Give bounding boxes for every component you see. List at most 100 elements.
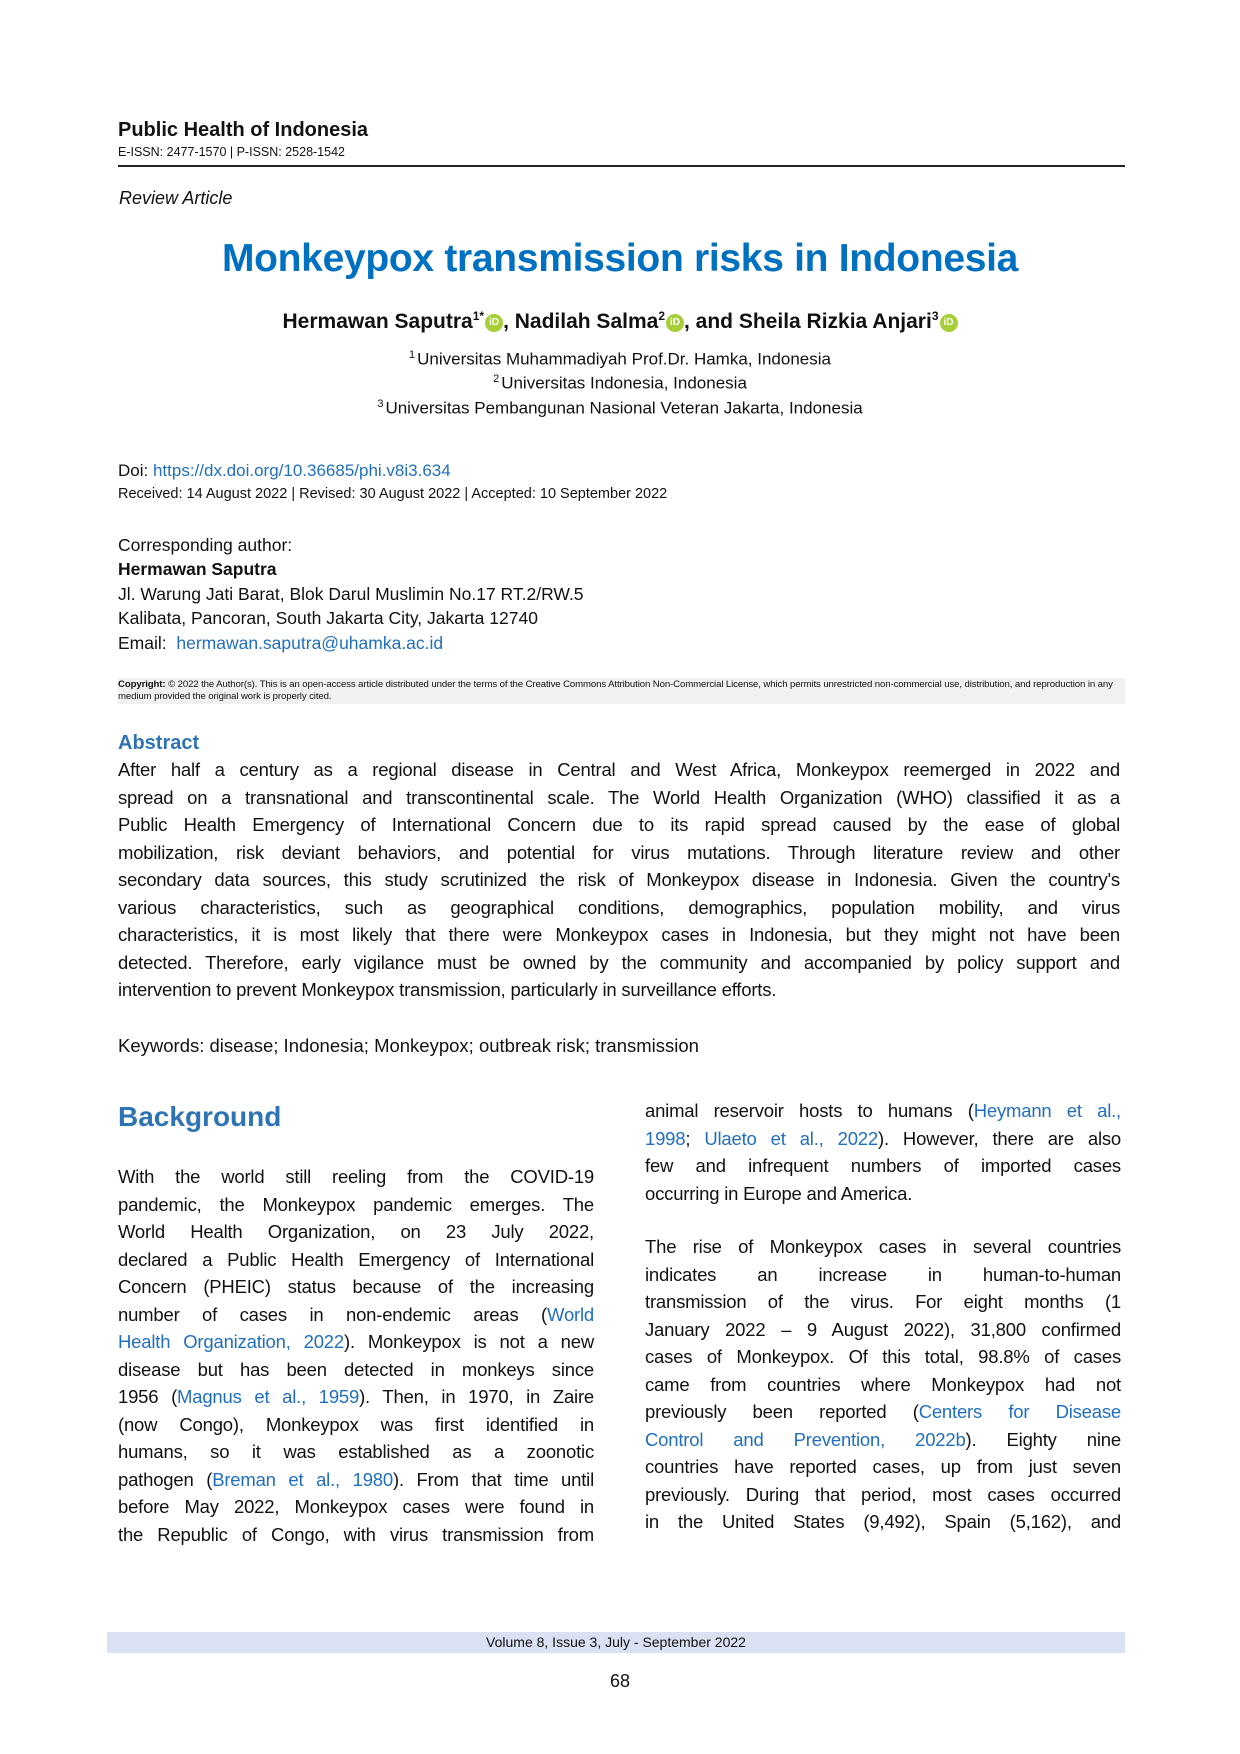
text-segment: countries have reported cases, up from j… [645, 1456, 1121, 1477]
text-line: previously been reported (Centers for Di… [645, 1401, 1121, 1428]
email-label: Email: [118, 633, 177, 653]
text-line: Control and Prevention, 2022b). Eighty n… [645, 1429, 1121, 1456]
text-segment: number of cases in non-endemic areas ( [118, 1303, 548, 1325]
email-link[interactable]: hermawan.saputra@uhamka.ac.id [176, 633, 444, 653]
affiliation-number: 1 [409, 349, 416, 361]
affiliation-number: 3 [377, 398, 384, 410]
text-line: Concern (PHEIC) status because of the in… [118, 1276, 594, 1303]
text-segment: ). From that time until [392, 1468, 594, 1490]
author-affiliation-mark: 1* [472, 309, 485, 323]
text-segment: cases of Monkeypox. Of this total, 98.8%… [645, 1346, 1121, 1367]
text-line: spread on a transnational and transconti… [118, 787, 1120, 814]
text-segment: few and infrequent numbers of imported c… [645, 1155, 1121, 1176]
text-line: animal reservoir hosts to humans (Heyman… [645, 1100, 1121, 1127]
text-segment: Concern (PHEIC) status because of the in… [118, 1276, 594, 1297]
text-line: before May 2022, Monkeypox cases were fo… [118, 1496, 594, 1523]
text-segment: in the United States (9,492), Spain (5,1… [645, 1511, 1121, 1532]
text-segment: ). However, there are also [878, 1127, 1122, 1149]
text-segment: spread on a transnational and transconti… [118, 786, 1120, 808]
copyright-notice: Copyright: © 2022 the Author(s). This is… [118, 678, 1125, 704]
text-line: number of cases in non-endemic areas (Wo… [118, 1304, 594, 1331]
text-line: pathogen (Breman et al., 1980). From tha… [118, 1469, 594, 1496]
journal-name: Public Health of Indonesia [118, 119, 369, 141]
text-line: characteristics, it is most likely that … [118, 924, 1120, 951]
publication-dates: Received: 14 August 2022 | Revised: 30 A… [118, 486, 668, 502]
affiliation-number: 2 [493, 373, 500, 385]
text-line: came from countries where Monkeypox had … [645, 1374, 1121, 1401]
text-segment: came from countries where Monkeypox had … [645, 1373, 1121, 1395]
corresponding-address: Jl. Warung Jati Barat, Blok Darul Muslim… [118, 584, 584, 604]
text-segment: before May 2022, Monkeypox cases were fo… [118, 1496, 594, 1517]
text-segment: After half a century as a regional disea… [118, 759, 1120, 780]
text-segment: indicates an increase in human-to-human [645, 1263, 1121, 1285]
doi-link[interactable]: https://dx.doi.org/10.36685/phi.v8i3.634 [152, 461, 451, 480]
article-title: Monkeypox transmission risks in Indonesi… [221, 237, 1019, 280]
citation-link[interactable]: 1998 [645, 1127, 686, 1149]
text-segment: humans, so it was established as a zoono… [118, 1441, 594, 1462]
doi-line: Doi: https://dx.doi.org/10.36685/phi.v8i… [118, 461, 451, 481]
text-line: Health Organization, 2022). Monkeypox is… [118, 1331, 594, 1358]
affiliation-text: Universitas Muhammadiyah Prof.Dr. Hamka,… [417, 349, 831, 369]
text-segment: secondary data sources, this study scrut… [118, 869, 1120, 890]
text-segment: The rise of Monkeypox cases in several c… [645, 1236, 1121, 1257]
text-segment: the Republic of Congo, with virus transm… [118, 1523, 594, 1545]
citation-link[interactable]: Health Organization, 2022 [118, 1331, 344, 1352]
copyright-text: © 2022 the Author(s). This is an open-ac… [118, 679, 1113, 702]
corresponding-name: Hermawan Saputra [118, 559, 277, 579]
citation-link[interactable]: Ulaeto et al., 2022 [704, 1127, 878, 1149]
text-segment: transmission of the virus. For eight mon… [645, 1291, 1121, 1312]
author-name: Sheila Rizkia Anjari [738, 310, 932, 333]
text-line: secondary data sources, this study scrut… [118, 869, 1120, 896]
text-line: declared a Public Health Emergency of In… [118, 1249, 594, 1276]
text-segment: ). Monkeypox is not a new [343, 1331, 594, 1352]
issue-footer: Volume 8, Issue 3, July - September 2022 [107, 1632, 1125, 1653]
text-line: in the United States (9,492), Spain (5,1… [645, 1511, 1121, 1538]
text-segment: intervention to prevent Monkeypox transm… [118, 979, 777, 1000]
text-line: the Republic of Congo, with virus transm… [118, 1524, 594, 1551]
orcid-icon[interactable]: iD [666, 314, 684, 332]
text-segment: ; [685, 1127, 705, 1149]
text-segment: occurring in Europe and America. [645, 1182, 913, 1204]
text-segment: mobilization, risk deviant behaviors, an… [118, 841, 1120, 863]
citation-link[interactable]: Breman et al., 1980 [212, 1468, 393, 1490]
page-number: 68 [609, 1671, 631, 1691]
text-line: few and infrequent numbers of imported c… [645, 1155, 1121, 1182]
citation-link[interactable]: Centers for Disease [918, 1401, 1122, 1422]
copyright-label: Copyright: [118, 679, 166, 690]
corresponding-label: Corresponding author: [118, 535, 293, 555]
text-line: pandemic, the Monkeypox pandemic emerges… [118, 1194, 594, 1221]
text-line: With the world still reeling from the CO… [118, 1166, 594, 1193]
text-line: previously. During that period, most cas… [645, 1484, 1121, 1511]
text-line: After half a century as a regional disea… [118, 759, 1120, 786]
citation-link[interactable]: World [547, 1303, 594, 1325]
text-line: 1998; Ulaeto et al., 2022). However, the… [645, 1128, 1121, 1155]
author-separator: , [503, 310, 515, 333]
orcid-icon[interactable]: iD [485, 314, 504, 332]
text-segment: disease but has been detected in monkeys… [118, 1358, 594, 1380]
text-segment: previously. During that period, most cas… [645, 1483, 1121, 1505]
citation-link[interactable]: Magnus et al., 1959 [177, 1386, 360, 1407]
author-affiliation-mark: 2 [658, 309, 665, 323]
author-separator: , and [684, 310, 739, 333]
text-line: countries have reported cases, up from j… [645, 1456, 1121, 1483]
corresponding-email: Email: hermawan.saputra@uhamka.ac.id [118, 633, 443, 654]
text-line: (now Congo), Monkeypox was first identif… [118, 1414, 594, 1441]
corresponding-address: Kalibata, Pancoran, South Jakarta City, … [118, 608, 538, 628]
text-line: occurring in Europe and America. [645, 1183, 1121, 1210]
text-segment: 1956 ( [118, 1386, 178, 1407]
text-segment: With the world still reeling from the CO… [118, 1166, 594, 1187]
text-segment: ). Eighty nine [965, 1428, 1122, 1450]
text-segment: declared a Public Health Emergency of In… [118, 1248, 594, 1270]
citation-link[interactable]: Control and Prevention, 2022b [645, 1428, 966, 1450]
text-line: January 2022 – 9 August 2022), 31,800 co… [645, 1319, 1121, 1346]
text-line: Public Health Emergency of International… [118, 814, 1120, 841]
text-segment: detected. Therefore, early vigilance mus… [118, 951, 1120, 973]
doi-label: Doi: [118, 461, 153, 480]
citation-link[interactable]: Heymann et al., [973, 1100, 1121, 1121]
author-name: Nadilah Salma [514, 310, 659, 333]
orcid-icon[interactable]: iD [939, 314, 958, 332]
